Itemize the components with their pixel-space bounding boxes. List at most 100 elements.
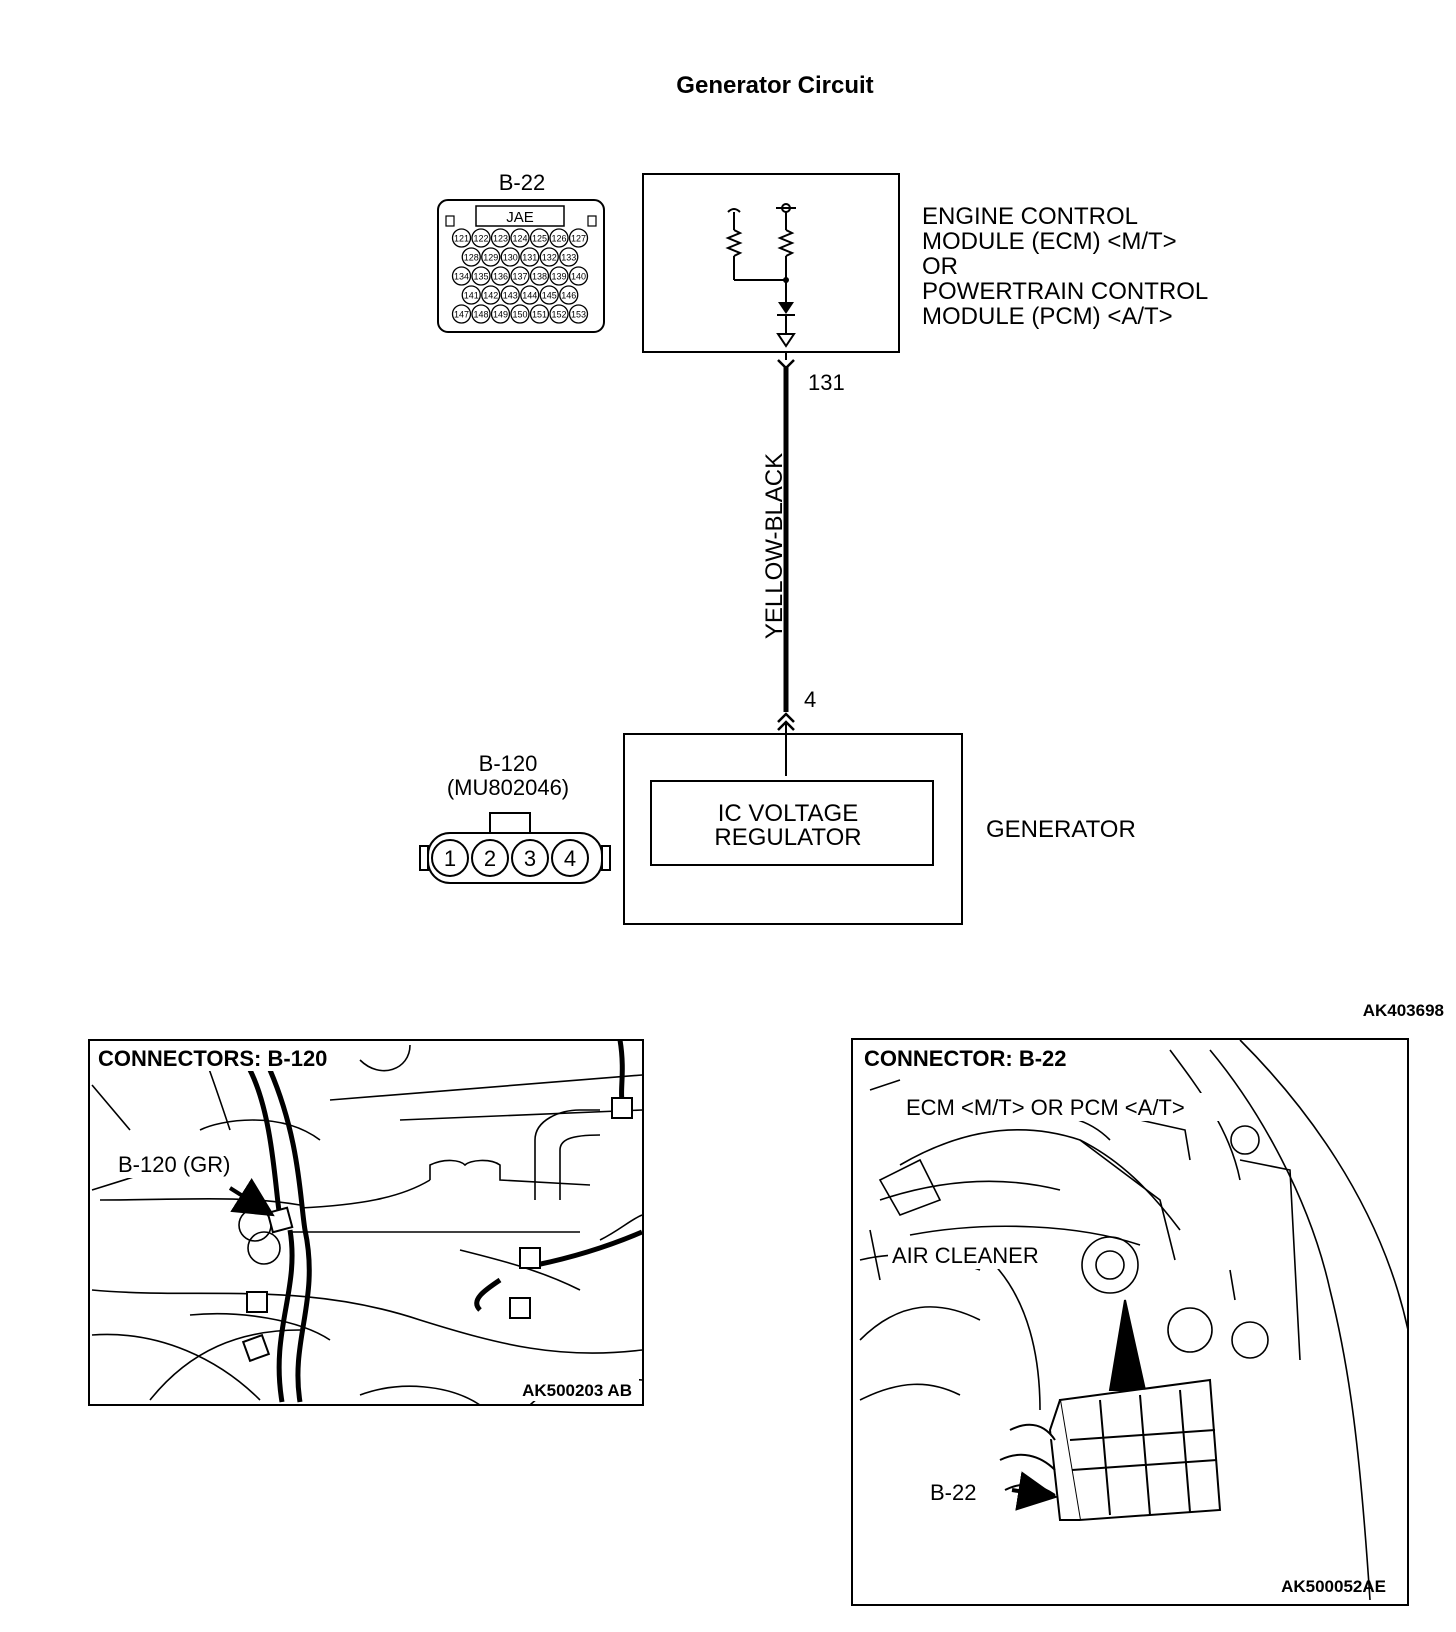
b22-pin-number: 130 xyxy=(503,253,518,263)
svg-text:MODULE (PCM) <A/T>: MODULE (PCM) <A/T> xyxy=(922,303,1173,330)
b22-pin xyxy=(529,266,550,286)
ecm-name-line: MODULE (ECM) <M/T> xyxy=(922,228,1177,255)
diagram-title: Generator Circuit xyxy=(676,72,873,99)
b22-pin-number: 128 xyxy=(464,253,479,263)
b22-pin xyxy=(451,266,472,286)
b22-pin xyxy=(510,228,530,248)
ecm-module-box xyxy=(642,173,900,353)
b22-pin xyxy=(451,304,472,324)
regulator-label-line: REGULATOR xyxy=(714,824,861,851)
b22-pin xyxy=(520,285,540,305)
b22-pin xyxy=(559,247,579,267)
b22-pin xyxy=(500,247,520,267)
photo-left-figure-id: AK500203 AB xyxy=(522,1381,632,1400)
svg-text:MODULE (ECM) <M/T>: MODULE (ECM) <M/T> xyxy=(922,228,1177,255)
b22-pin xyxy=(490,304,511,324)
b22-pin-number: 122 xyxy=(473,234,488,244)
b22-pin-number: 135 xyxy=(473,272,488,282)
b22-pin-number: 149 xyxy=(493,310,508,320)
b22-pin xyxy=(471,228,491,248)
svg-text:POWERTRAIN CONTROL: POWERTRAIN CONTROL xyxy=(922,278,1208,305)
b22-pin-number: 132 xyxy=(542,253,557,263)
photo-right-callout-ecm: ECM <M/T> OR PCM <A/T> xyxy=(906,1095,1185,1120)
photo-right-figure-id: AK500052AE xyxy=(1281,1577,1386,1596)
photo-left-callout: B-120 (GR) xyxy=(118,1152,230,1177)
b22-pin-number: 145 xyxy=(542,291,557,301)
b120-connector-part: (MU802046) xyxy=(447,775,569,800)
generator-name: GENERATOR xyxy=(986,816,1136,843)
b22-pin xyxy=(568,304,589,324)
b22-pin-number: 126 xyxy=(551,234,566,244)
ecm-name-line: POWERTRAIN CONTROL xyxy=(922,278,1208,305)
wire-color-label: YELLOW-BLACK xyxy=(761,453,788,639)
b22-pin-number: 131 xyxy=(522,253,537,263)
generator-box xyxy=(623,733,963,925)
generator-pin-number: 4 xyxy=(804,687,816,712)
harness-wire xyxy=(777,352,795,776)
ecm-name-line: OR xyxy=(922,253,958,280)
ecm-name-line: MODULE (PCM) <A/T> xyxy=(922,303,1173,330)
b22-pin xyxy=(481,247,501,267)
b120-connector-label: B-120 xyxy=(479,751,538,776)
b120-pin xyxy=(471,839,509,877)
b22-pin xyxy=(481,285,501,305)
b22-pin-number: 123 xyxy=(493,234,508,244)
b22-pin-number: 152 xyxy=(551,310,566,320)
b22-pin xyxy=(510,266,530,286)
ecm-module-name: ENGINE CONTROL MODULE (ECM) <M/T> OR POW… xyxy=(922,203,1208,330)
b22-pin xyxy=(568,266,589,286)
b120-pin-number: 2 xyxy=(484,846,496,871)
b22-pin xyxy=(549,228,569,248)
b22-pin-number: 127 xyxy=(571,234,586,244)
b22-pin-number: 138 xyxy=(532,272,547,282)
photo-left-title: CONNECTORS: B-120 xyxy=(98,1046,327,1071)
b120-pin xyxy=(431,839,469,877)
b22-pin xyxy=(510,304,530,324)
b22-pin-number: 137 xyxy=(512,272,527,282)
b22-pin-number: 151 xyxy=(532,310,547,320)
photo-right-callout-connector: B-22 xyxy=(930,1480,976,1505)
b22-pin-number: 136 xyxy=(493,272,508,282)
b22-pin-number: 140 xyxy=(571,272,586,282)
b22-pin xyxy=(549,266,569,286)
b120-pin-number: 4 xyxy=(564,846,576,871)
figure-id: AK403698 xyxy=(1363,1001,1444,1020)
b120-pin-number: 3 xyxy=(524,846,536,871)
b22-pin-number: 150 xyxy=(512,310,527,320)
b22-pin xyxy=(520,247,540,267)
b22-pin xyxy=(471,266,491,286)
b22-pin-number: 153 xyxy=(571,310,586,320)
b22-pin xyxy=(490,228,511,248)
b22-pin xyxy=(529,228,550,248)
b22-pin xyxy=(471,304,491,324)
photo-right-callout-air-cleaner: AIR CLEANER xyxy=(892,1243,1039,1268)
svg-text:OR: OR xyxy=(922,253,958,280)
b22-pin xyxy=(461,285,481,305)
svg-text:ENGINE CONTROL: ENGINE CONTROL xyxy=(922,203,1138,230)
b22-pin-number: 133 xyxy=(561,253,576,263)
ecm-name-line: ENGINE CONTROL xyxy=(922,203,1138,230)
b22-pin xyxy=(539,247,559,267)
b22-pin xyxy=(549,304,569,324)
b22-pin-number: 144 xyxy=(522,291,537,301)
b22-pin-number: 143 xyxy=(503,291,518,301)
b22-pin-number: 147 xyxy=(454,310,469,320)
b22-pin-number: 148 xyxy=(473,310,488,320)
b22-pin xyxy=(539,285,559,305)
b22-pin xyxy=(490,266,511,286)
b22-pin-number: 146 xyxy=(561,291,576,301)
b22-pin-number: 134 xyxy=(454,272,469,282)
photo-panel-b22: CONNECTOR: B-22 ECM <M/T> OR PCM <A/T> A… xyxy=(851,1038,1409,1606)
b22-pin xyxy=(500,285,520,305)
photo-right-title: CONNECTOR: B-22 xyxy=(864,1046,1067,1071)
b120-pin xyxy=(511,839,549,877)
b22-pin-number: 125 xyxy=(532,234,547,244)
b22-connector-label: B-22 xyxy=(499,170,545,195)
b22-connector-maker: JAE xyxy=(506,209,534,226)
b22-pin-number: 124 xyxy=(512,234,527,244)
